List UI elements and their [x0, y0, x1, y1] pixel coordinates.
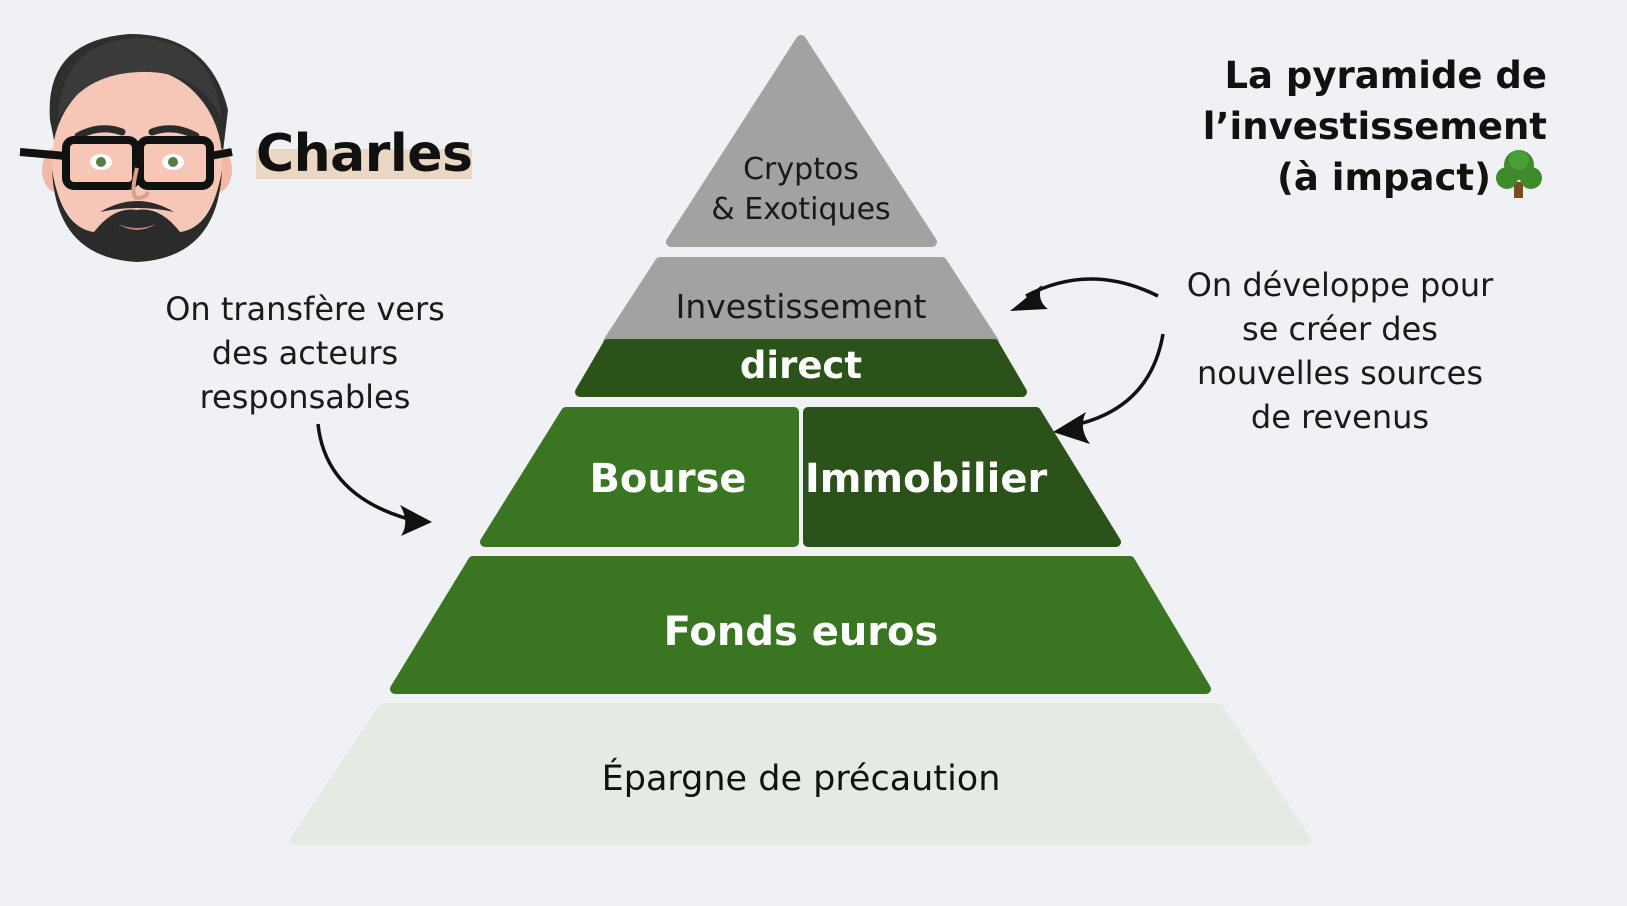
tier-epargne — [290, 703, 1311, 845]
epargne-label: Épargne de précaution — [602, 757, 1001, 799]
title-line-2: l’investissement — [1203, 101, 1547, 152]
crypto-label-line1: Cryptos — [743, 152, 859, 187]
tier-immobilier — [803, 407, 1121, 547]
right-arrow-top — [1010, 277, 1159, 311]
note-right-line: de revenus — [1250, 398, 1430, 436]
note-right-line: On développe pour — [1186, 266, 1494, 304]
title-run: l’ — [1202, 105, 1230, 148]
note-right-line: se créer des — [1242, 310, 1438, 348]
page-title: La pyramide de l’investissement (à impac… — [1203, 50, 1547, 203]
avatar — [19, 34, 233, 262]
note-left: On transfère vers des acteurs responsables — [130, 287, 480, 419]
tier-crypto — [666, 35, 937, 247]
investissement-label: Investissement — [676, 287, 927, 326]
left-arrow — [316, 423, 432, 536]
crypto-label-line2: & Exotiques — [711, 192, 890, 227]
note-right: On développe pour se créer des nouvelles s… — [1150, 263, 1530, 439]
tier-direct — [575, 339, 1027, 397]
note-left-line: On transfère vers — [165, 290, 445, 328]
author-name-text: Charles — [256, 124, 473, 184]
bourse-label: Bourse — [589, 456, 746, 502]
right-arrow-bottom — [1053, 333, 1165, 444]
title-run: La — [1224, 54, 1286, 97]
title-run: pyramide — [1285, 54, 1483, 97]
note-left-line: des acteurs — [211, 334, 399, 372]
title-run: investissement — [1229, 105, 1547, 148]
note-right-line: nouvelles sources — [1196, 354, 1483, 392]
title-line-3: (à impact) — [1203, 152, 1547, 203]
title-run: (à impact) — [1277, 156, 1491, 199]
note-left-line: responsables — [199, 378, 411, 416]
fonds-euros-label: Fonds euros — [664, 609, 939, 655]
direct-label: direct — [740, 344, 862, 387]
tree-icon — [1496, 150, 1542, 198]
tier-fonds-euros — [390, 556, 1211, 694]
title-line-1: La pyramide de — [1203, 50, 1547, 101]
immobilier-label: Immobilier — [805, 456, 1048, 502]
tier-bourse — [480, 407, 799, 547]
author-name: Charles — [256, 124, 473, 184]
title-run: de — [1482, 54, 1547, 97]
